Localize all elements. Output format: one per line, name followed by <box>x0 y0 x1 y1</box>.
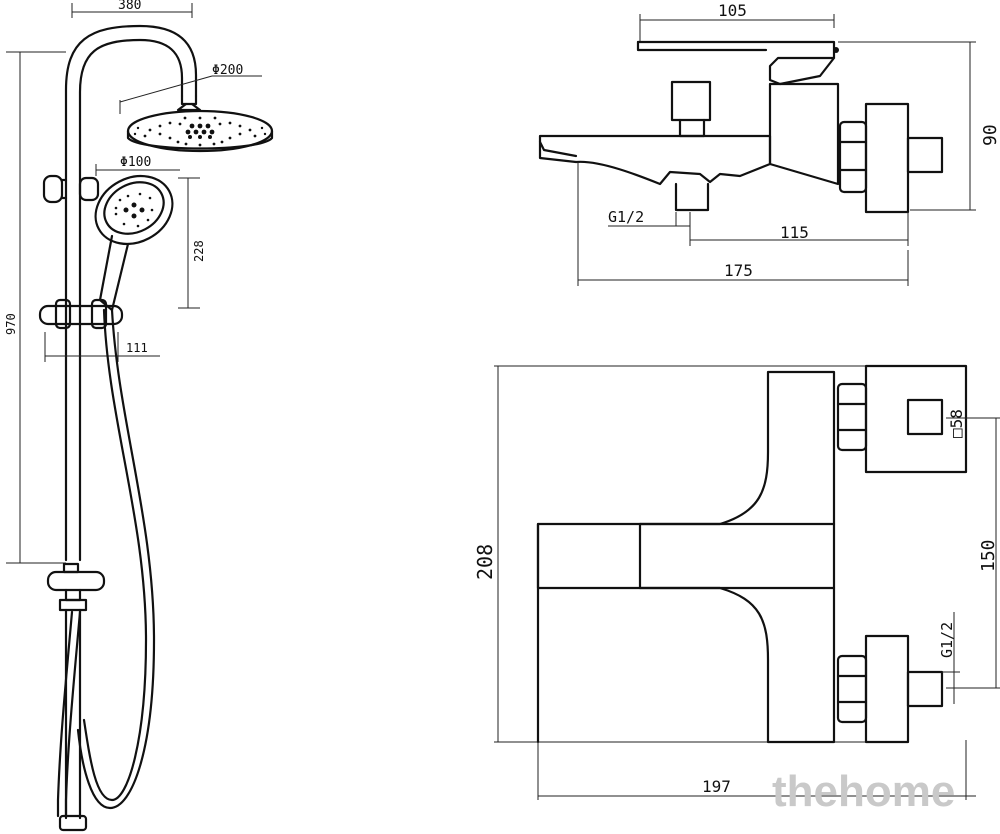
mixer-side-view: 105 90 G1/2 115 <box>538 1 1000 286</box>
hand-shower-head <box>94 174 174 246</box>
upper-nut <box>836 382 868 452</box>
diverter-valve <box>46 570 106 592</box>
dim-phi200: Φ200 <box>212 63 243 78</box>
mixer-top-body <box>536 370 836 744</box>
dim-380: 380 <box>118 0 141 13</box>
dim-175: 175 <box>724 261 753 280</box>
wall-flange <box>864 102 910 214</box>
dim-90: 90 <box>980 124 1000 146</box>
mixer-top-view: 208 □58 150 G1/2 197 <box>473 364 1000 800</box>
upper-flange <box>864 364 968 474</box>
dim-208: 208 <box>473 544 497 580</box>
mixer-spout <box>538 134 772 186</box>
dim-thread-side: G1/2 <box>608 208 644 226</box>
dim-197: 197 <box>702 777 731 796</box>
dim-phi100: Φ100 <box>120 155 151 170</box>
watermark-logo: thehome <box>772 767 955 816</box>
diverter-knob <box>670 80 712 122</box>
dim-square58: □58 <box>947 409 966 438</box>
mixer-lever <box>636 40 836 86</box>
shower-riser-pipe <box>64 24 198 562</box>
dim-228: 228 <box>192 240 206 262</box>
shower-system: 380 Φ200 <box>4 0 274 832</box>
wall-nut <box>838 120 868 194</box>
dim-970: 970 <box>4 313 18 335</box>
dim-105: 105 <box>718 1 747 20</box>
dim-111: 111 <box>126 341 148 355</box>
shower-hose <box>82 308 148 802</box>
dim-115: 115 <box>780 223 809 242</box>
dim-150: 150 <box>978 539 999 572</box>
lower-flange <box>864 634 910 744</box>
mixer-body <box>768 82 840 186</box>
upper-holder <box>42 174 64 204</box>
dim-thread-top: G1/2 <box>938 622 956 658</box>
hand-shower-handle <box>98 234 130 312</box>
lower-nut <box>836 654 868 724</box>
slide-holder <box>38 304 124 326</box>
